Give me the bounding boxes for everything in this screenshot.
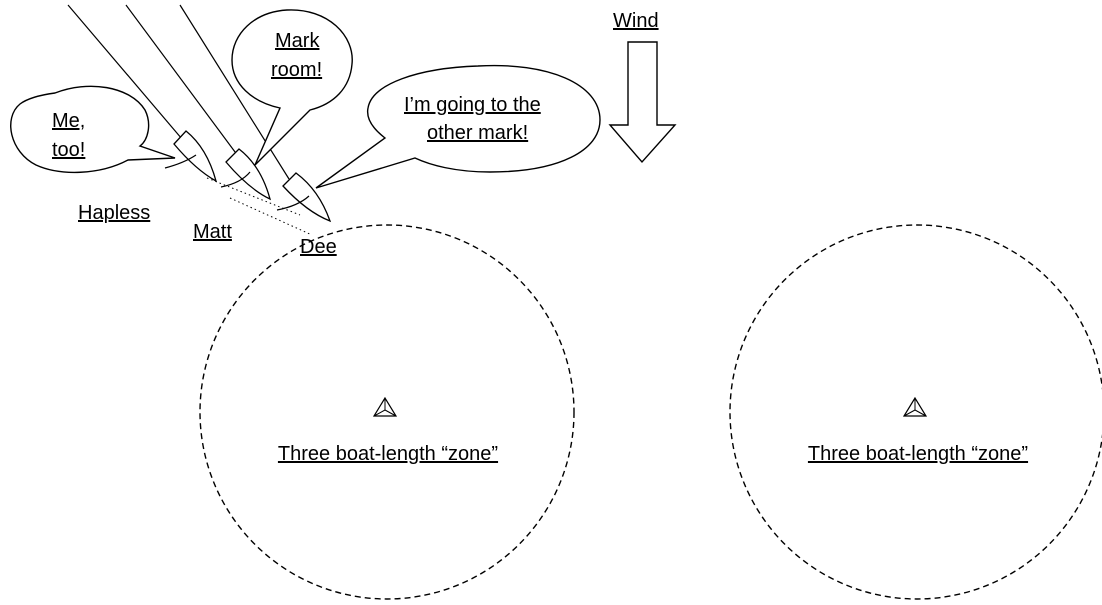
track-matt (125, 4, 239, 157)
wind-arrow-icon (608, 41, 677, 164)
triangle-mark-icon (902, 396, 928, 417)
overlap-line (206, 177, 301, 216)
track-hapless (67, 4, 183, 140)
boat-matt (220, 148, 272, 201)
boat-label-dee: Dee (300, 236, 337, 258)
speech-bubble-dee (315, 64, 601, 189)
overlap-line (229, 197, 313, 236)
zone-circle-left (199, 224, 575, 600)
speech-matt-line1: Mark (275, 30, 320, 52)
speech-bubble-hapless (10, 85, 176, 174)
speech-dee-line2: other mark! (427, 122, 528, 144)
speech-hapless-line1: Me, (52, 110, 85, 132)
triangle-mark-icon (372, 396, 398, 417)
zone-circle-right (729, 224, 1102, 600)
boat-label-matt: Matt (193, 221, 232, 243)
boat-label-hapless: Hapless (78, 202, 150, 224)
boat-hapless (164, 130, 218, 183)
speech-dee-line1: I’m going to the (404, 94, 541, 116)
zone-label-left: Three boat-length “zone” (278, 443, 498, 465)
speech-bubble-matt (231, 9, 353, 166)
zone-label-right: Three boat-length “zone” (808, 443, 1028, 465)
boat-dee (276, 172, 332, 223)
wind-label: Wind (613, 10, 659, 32)
speech-hapless-line2: too! (52, 139, 85, 161)
speech-matt-line2: room! (271, 59, 322, 81)
